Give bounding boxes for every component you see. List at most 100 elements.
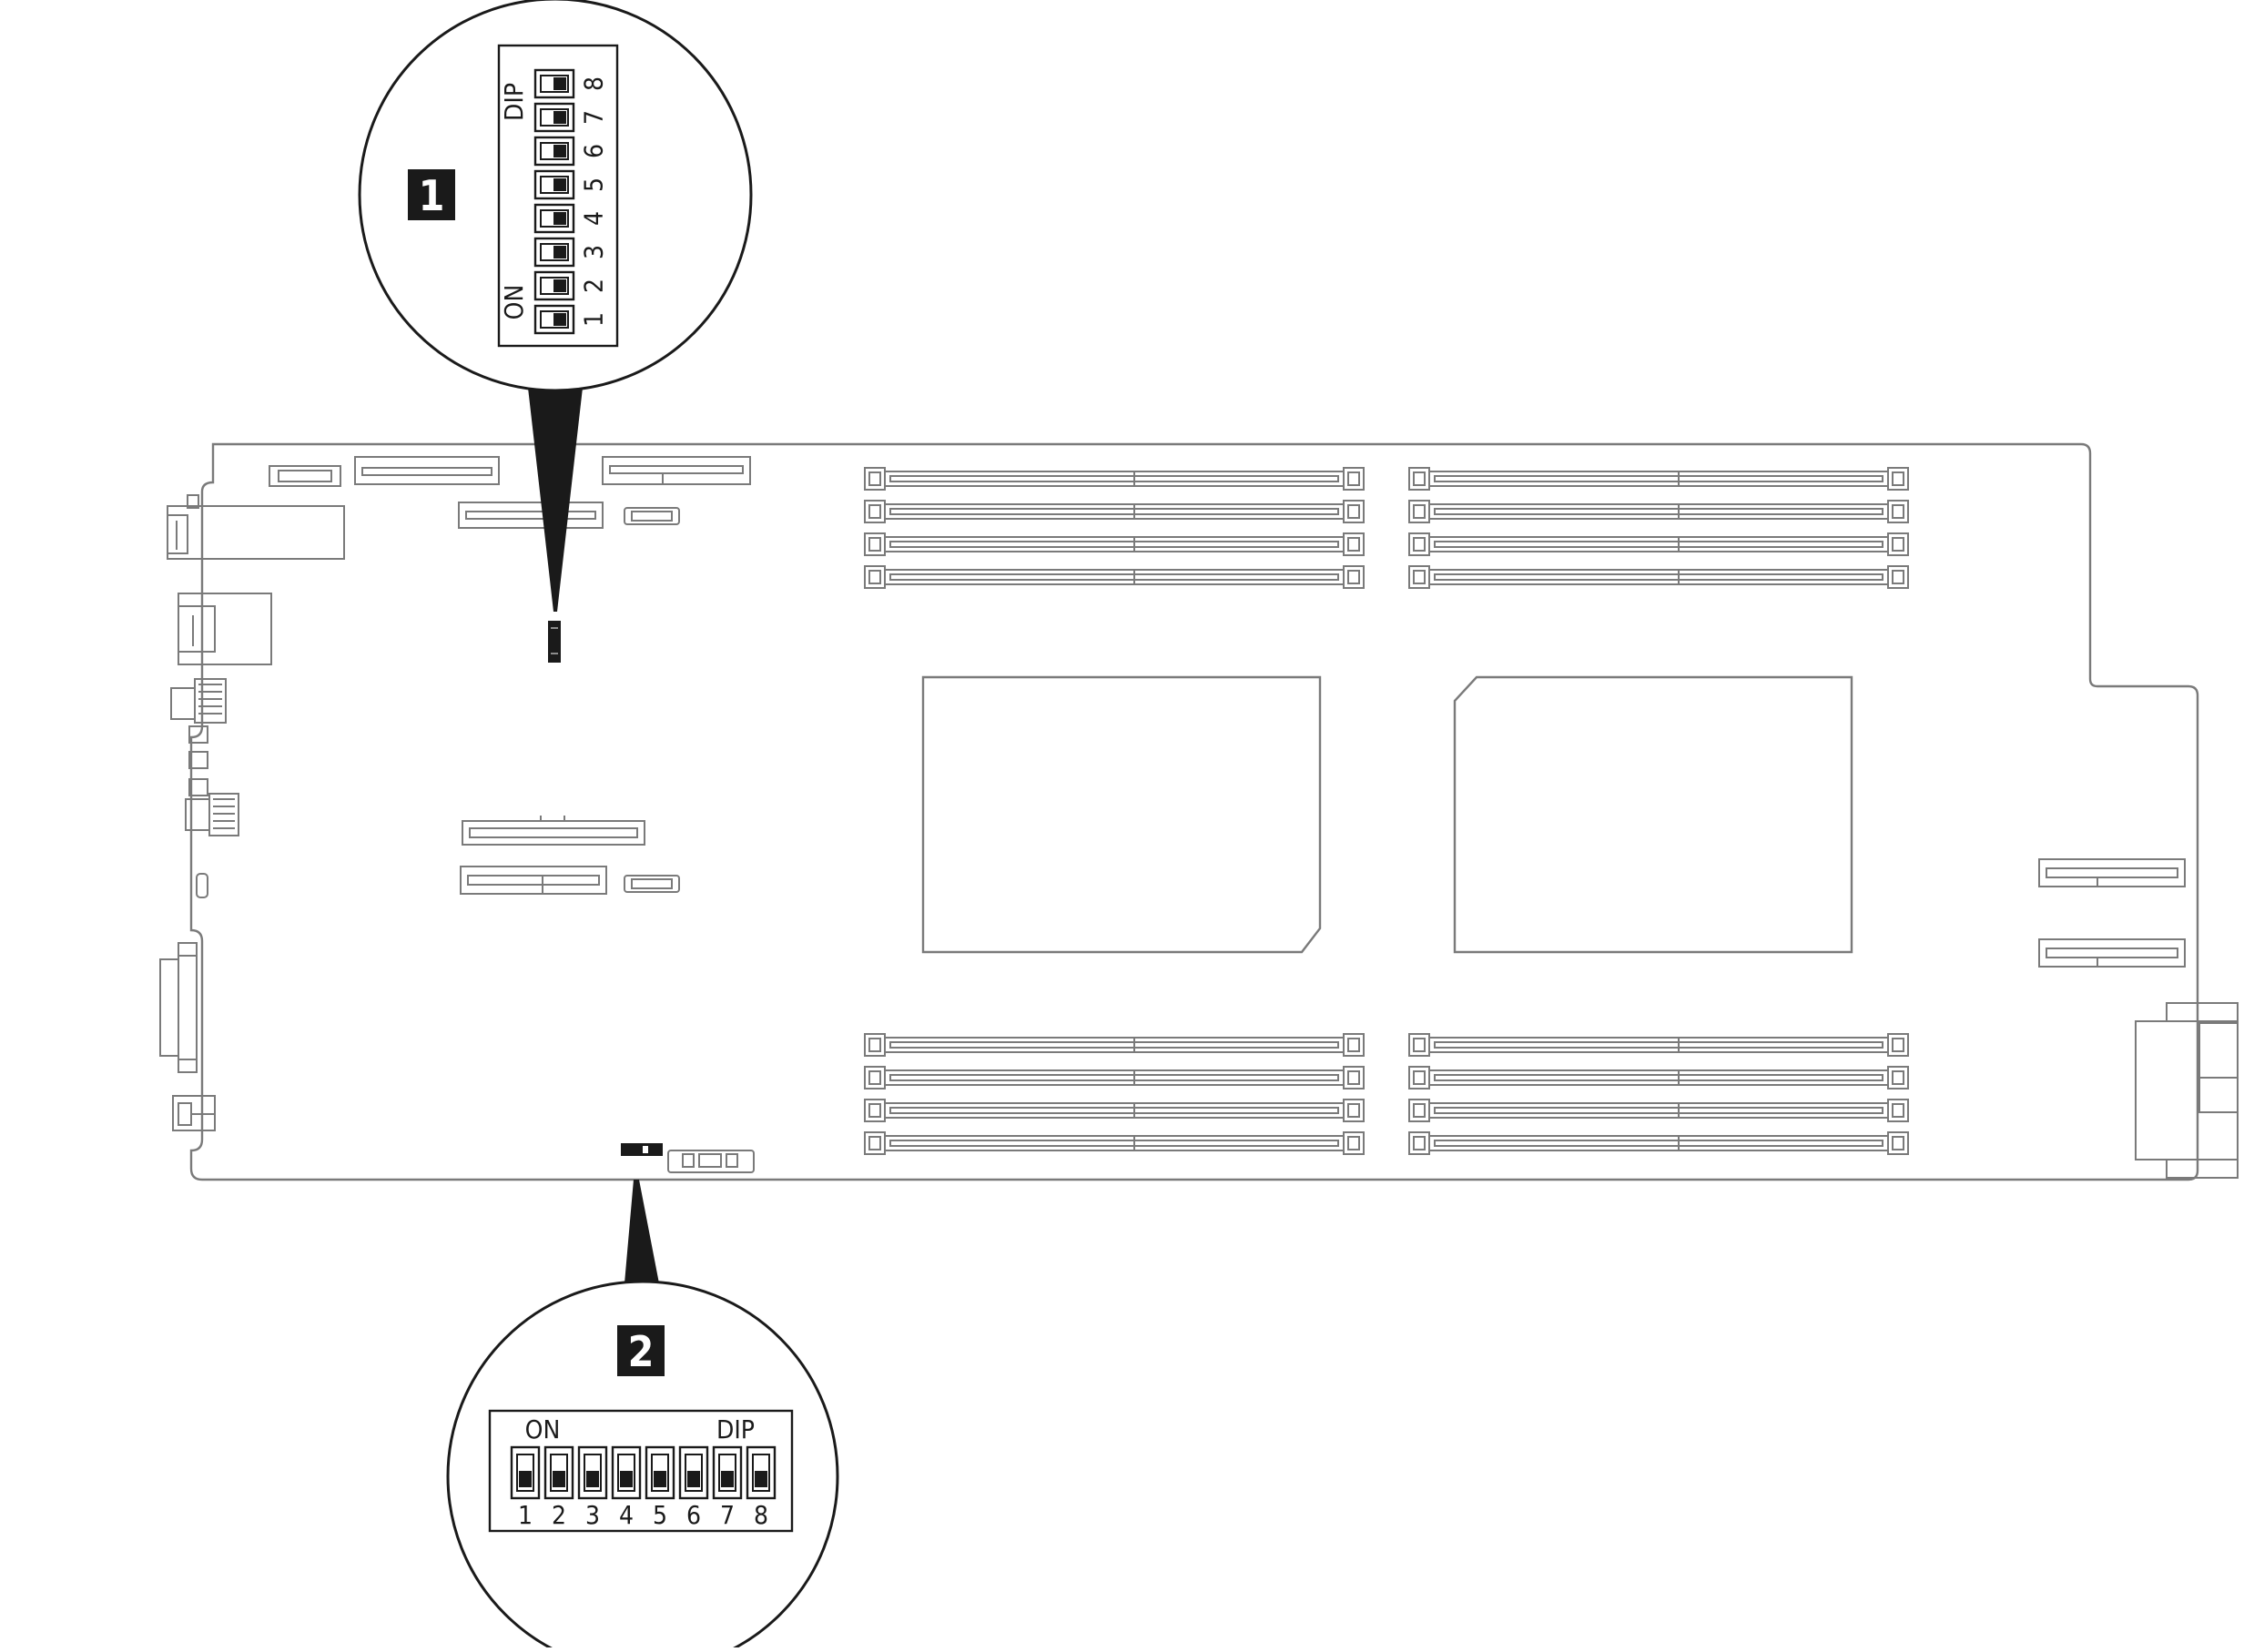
- middle-left-connectors: [460, 816, 680, 895]
- dip-switch-1-toggle: [533, 203, 575, 234]
- dimm-slot: [1408, 500, 1909, 523]
- dip-switch-1-number: 7: [579, 110, 609, 125]
- dimm-slot: [1408, 532, 1909, 556]
- callout-1: 1 ON DIP 1 2 3 4 5 6 7 8: [358, 0, 753, 612]
- riser-slot-5: [460, 866, 607, 895]
- ethernet-port: [178, 593, 272, 665]
- callout-2-number: 2: [628, 1327, 655, 1376]
- dip-switch-2-toggle: [577, 1445, 608, 1500]
- dip-switch-1-toggle: [533, 68, 575, 99]
- dip-switch-1-dip-label: DIP: [499, 83, 529, 121]
- dip-switch-1-toggle: [533, 270, 575, 301]
- led-1: [188, 725, 208, 744]
- dimm-slot: [1408, 1066, 1909, 1090]
- top-left-connectors: [269, 456, 751, 529]
- dimm-slot: [1408, 467, 1909, 491]
- system-board: [189, 442, 2199, 1181]
- dimm-slot: [864, 1033, 1365, 1057]
- dip-switch-1-toggle: [533, 237, 575, 268]
- dip-switch-2-toggle: [611, 1445, 642, 1500]
- riser-slot-3: [602, 456, 751, 485]
- callout-2-badge: [617, 1325, 665, 1376]
- switch-block-sw1: [548, 621, 561, 663]
- usb-port: [167, 494, 345, 560]
- power-connector: [172, 1095, 216, 1131]
- dip-switch-1-toggle: [533, 102, 575, 133]
- dimm-slot: [1408, 1033, 1909, 1057]
- riser-slot-1: [354, 456, 500, 485]
- button-1: [170, 678, 227, 724]
- dimm-slot: [864, 467, 1365, 491]
- dimm-slot: [864, 1066, 1365, 1090]
- dip-switch-2-number: 3: [585, 1500, 600, 1530]
- dip-switch-1-number: 4: [579, 211, 609, 226]
- serial-port: [159, 942, 198, 1073]
- dip-switch-1-number: 1: [579, 312, 609, 327]
- rear-io-connectors: [159, 494, 345, 1131]
- dimm-slot: [864, 1099, 1365, 1122]
- dimm-slots: [864, 467, 1909, 1155]
- dip-switch-2-toggle: [678, 1445, 709, 1500]
- riser-slot-4: [462, 816, 645, 846]
- dip-switch-2-number: 2: [552, 1500, 566, 1530]
- dimm-slot: [864, 532, 1365, 556]
- dip-switch-2-toggle: [645, 1445, 675, 1500]
- dip-switch-2-toggle: [543, 1445, 574, 1500]
- dip-switch-1-numbers: 1 2 3 4 5 6 7 8: [579, 76, 609, 327]
- dimm-slot: [1408, 1099, 1909, 1122]
- callout-1-pointer: [528, 388, 583, 612]
- callout-2-pointer: [624, 1180, 659, 1283]
- dimm-slot: [864, 565, 1365, 589]
- small-header-1: [624, 507, 680, 525]
- dip-switch-1-switches: [533, 68, 575, 335]
- dip-switch-2-dip-label: DIP: [716, 1414, 755, 1444]
- dip-switch-2-number: 1: [518, 1500, 533, 1530]
- dip-switch-1-toggle: [533, 304, 575, 335]
- dip-switch-1-number: 3: [579, 245, 609, 259]
- dip-switch-2-number: 6: [686, 1500, 701, 1530]
- riser-slot-2: [458, 502, 604, 529]
- riser-slot-7: [2038, 938, 2186, 968]
- dip-switch-1-on-label: ON: [499, 285, 529, 320]
- dimm-slot: [1408, 1131, 1909, 1155]
- processor-socket-2: [1453, 675, 1853, 954]
- led-2: [188, 751, 208, 769]
- dip-switch-1-number: 5: [579, 177, 609, 192]
- processor-sockets: [921, 675, 1853, 954]
- dip-switch-2-switches: [510, 1445, 777, 1500]
- dip-switch-1-number: 2: [579, 279, 609, 293]
- dip-switch-1-toggle: [533, 169, 575, 200]
- right-connectors: [2038, 858, 2239, 1179]
- rear-power-connector: [2135, 1002, 2239, 1179]
- switch-block-sw2: [621, 1143, 663, 1156]
- callout-1-badge: [408, 169, 455, 220]
- dimm-slot: [864, 1131, 1365, 1155]
- dip-switch-1-number: 6: [579, 144, 609, 158]
- dip-switch-2-toggle: [510, 1445, 541, 1500]
- dip-switch-2-toggle: [746, 1445, 777, 1500]
- board-outline: [189, 442, 2199, 1181]
- led-3: [188, 778, 208, 796]
- m2-connector-1: [269, 465, 341, 487]
- dip-switch-2-toggle: [712, 1445, 743, 1500]
- dip-switch-2-number: 7: [720, 1500, 735, 1530]
- processor-socket-1: [921, 675, 1322, 954]
- small-header-3: [667, 1150, 755, 1173]
- dimm-slot: [1408, 565, 1909, 589]
- dimm-slot: [864, 500, 1365, 523]
- small-header-2: [624, 875, 680, 893]
- riser-slot-6: [2038, 858, 2186, 887]
- dip-switch-1-toggle: [533, 136, 575, 167]
- dip-switch-2-on-label: ON: [525, 1414, 561, 1444]
- dip-switch-1-number: 8: [579, 76, 609, 91]
- dip-switch-2-number: 4: [619, 1500, 634, 1530]
- small-connector: [196, 873, 208, 898]
- button-2: [185, 793, 239, 836]
- dip-switch-1: ON DIP 1 2 3 4 5 6 7 8: [497, 44, 619, 348]
- dip-switch-2-number: 8: [754, 1500, 768, 1530]
